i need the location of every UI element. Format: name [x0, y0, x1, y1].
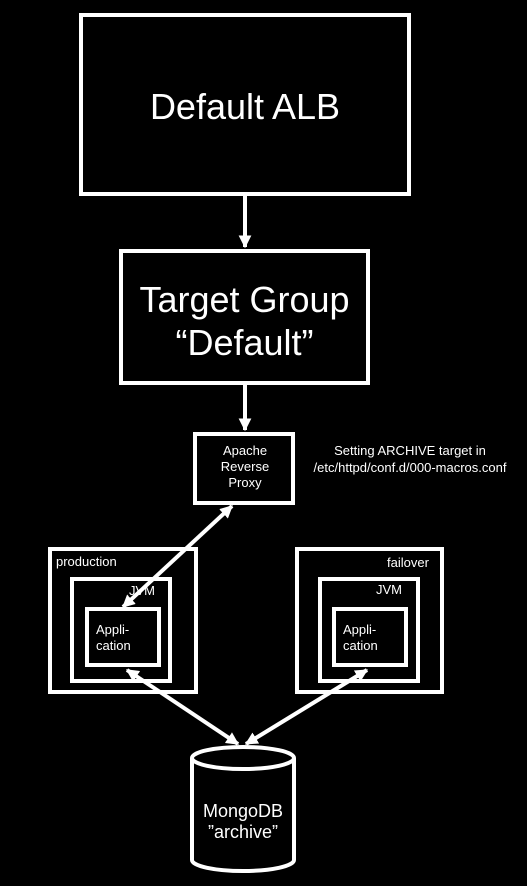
target-group-box — [119, 249, 370, 385]
failover-application-label-line1: Appli- — [343, 622, 377, 637]
alb-label: Default ALB — [81, 85, 409, 128]
database-label: MongoDB ”archive” — [192, 801, 294, 843]
production-label: production — [56, 554, 117, 569]
production-application-label-line2: cation — [96, 638, 131, 653]
target-group-label-line1: Target Group — [139, 279, 350, 320]
proxy-label: Apache Reverse Proxy — [195, 443, 295, 491]
production-application-label-line1: Appli- — [96, 622, 130, 637]
arrow-production-application-to-database — [125, 668, 240, 746]
alb-label-text: Default ALB — [149, 86, 341, 127]
arrow-proxy-to-production-application — [121, 504, 234, 609]
alb-box — [79, 13, 411, 196]
target-group-label: Target Group “Default” — [121, 278, 368, 364]
production-application-label: Appli- cation — [96, 622, 131, 654]
config-note-line2: /etc/httpd/conf.d/000-macros.conf — [313, 460, 507, 475]
config-note: Setting ARCHIVE target in /etc/httpd/con… — [300, 442, 520, 476]
arrow-failover-application-to-database — [244, 668, 369, 746]
failover-application-label: Appli- cation — [343, 622, 378, 654]
proxy-label-line3: Proxy — [228, 475, 262, 490]
proxy-label-line1: Apache — [222, 443, 268, 458]
production-application-box — [85, 607, 161, 667]
database-cylinder — [190, 745, 296, 873]
failover-application-box — [332, 607, 408, 667]
production-jvm-label: JVM — [129, 583, 155, 598]
failover-label: failover — [387, 555, 429, 570]
failover-jvm-label: JVM — [376, 582, 402, 597]
failover-application-label-line2: cation — [343, 638, 378, 653]
database-label-line1: MongoDB — [202, 801, 284, 821]
config-note-line1: Setting ARCHIVE target in — [334, 443, 486, 458]
proxy-label-line2: Reverse — [220, 459, 270, 474]
target-group-label-line2: “Default” — [175, 322, 314, 363]
failover-box — [295, 547, 444, 694]
proxy-box — [193, 432, 295, 505]
production-jvm-box — [70, 577, 172, 683]
failover-jvm-box — [318, 577, 420, 683]
database-label-line2: ”archive” — [207, 822, 278, 842]
